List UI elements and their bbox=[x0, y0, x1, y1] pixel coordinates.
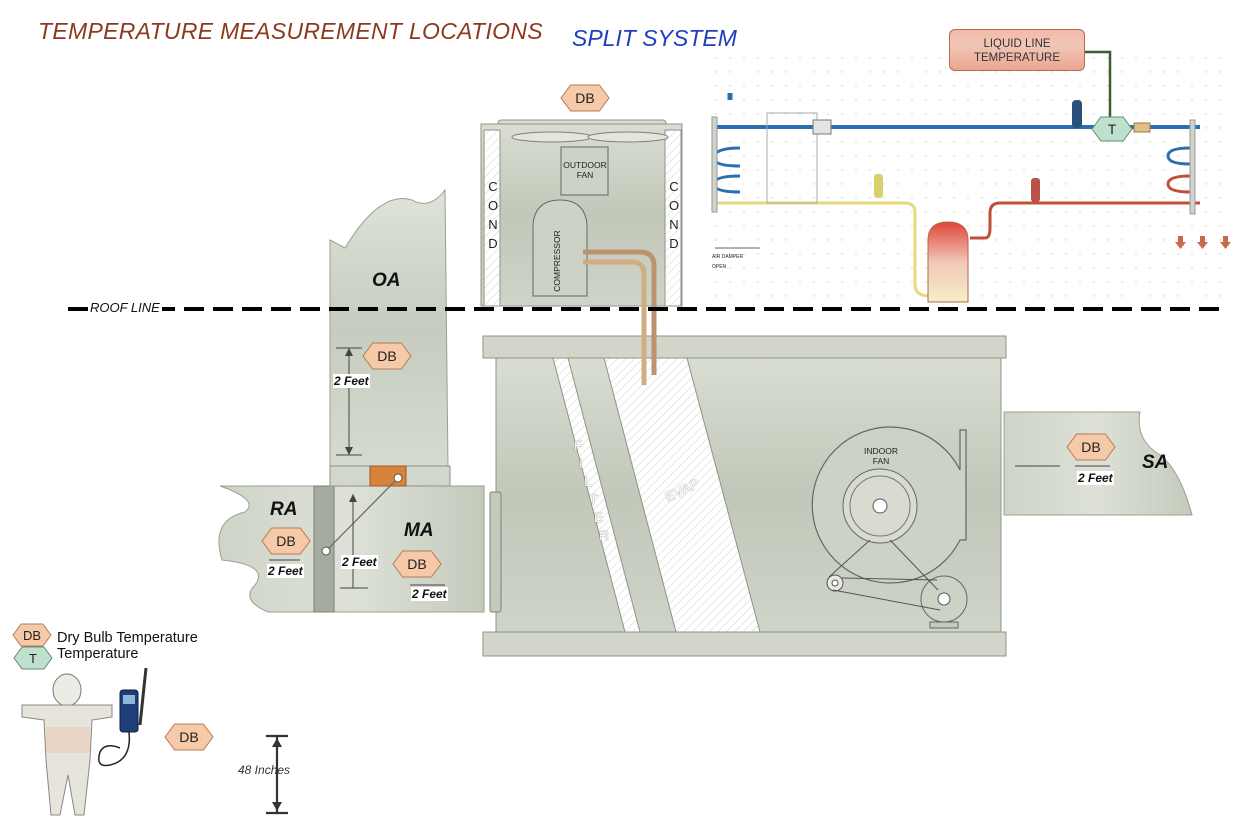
badge-text: DB bbox=[1081, 439, 1100, 455]
cond-letter: O bbox=[668, 198, 680, 213]
legend-db-text: Dry Bulb Temperature bbox=[57, 630, 198, 646]
liquid-line-text-1: LIQUID LINE bbox=[983, 38, 1051, 50]
db-badge-ra: DB bbox=[261, 527, 311, 555]
damper-linkage bbox=[324, 477, 399, 553]
ahu-top-rail bbox=[482, 335, 1007, 359]
dimension-lines bbox=[269, 347, 1110, 589]
sa-label: SA bbox=[1142, 452, 1169, 473]
filter-letter: T bbox=[589, 491, 598, 507]
cond-coil-right bbox=[664, 129, 682, 307]
cond-letter: N bbox=[669, 217, 679, 232]
indoor-fan-label: INDOOR FAN bbox=[855, 446, 907, 466]
badge-text: T bbox=[29, 651, 37, 666]
badge-text: T bbox=[1108, 121, 1117, 137]
ra-distance-label: 2 Feet bbox=[267, 564, 304, 578]
badge-text: DB bbox=[575, 90, 594, 106]
cond-letter: C bbox=[488, 179, 498, 194]
badge-text: DB bbox=[377, 348, 396, 364]
compressor-label: COMPRESSOR bbox=[552, 230, 562, 292]
filter-label: F I L T E R bbox=[574, 436, 609, 544]
liquid-line-callout: LIQUID LINE TEMPERATURE bbox=[949, 29, 1085, 71]
sa-distance-label: 2 Feet bbox=[1077, 471, 1114, 485]
t-badge-legend: T bbox=[13, 646, 53, 670]
cond-letter: D bbox=[488, 236, 498, 251]
indoor-fan-text-1: INDOOR bbox=[864, 446, 898, 456]
oa-distance-label: 2 Feet bbox=[333, 374, 370, 388]
badge-text: DB bbox=[23, 628, 41, 643]
ma-distance-label-2: 2 Feet bbox=[411, 587, 448, 601]
filter-letter: E bbox=[594, 509, 604, 525]
indoor-fan-text-2: FAN bbox=[872, 456, 890, 466]
oa-duct bbox=[329, 188, 449, 469]
outdoor-compressor bbox=[532, 199, 588, 297]
ra-label: RA bbox=[270, 499, 298, 520]
outdoor-fan-motor bbox=[560, 146, 609, 196]
ma-distance-label: 2 Feet bbox=[341, 555, 378, 569]
db-badge-sa: DB bbox=[1066, 433, 1116, 461]
filter bbox=[552, 357, 641, 633]
db-badge-legend: DB bbox=[12, 623, 52, 647]
cond-letter: O bbox=[487, 198, 499, 213]
db-badge-ma: DB bbox=[392, 550, 442, 578]
ahu-bottom-rail bbox=[482, 631, 1007, 657]
suction-line-yellow bbox=[714, 201, 931, 298]
cond-letter: C bbox=[669, 179, 679, 194]
badge-text: DB bbox=[179, 729, 198, 745]
ra-ma-duct bbox=[218, 485, 485, 613]
indoor-compressor bbox=[927, 221, 969, 303]
discharge-line bbox=[970, 201, 1200, 240]
schematic-grid bbox=[713, 50, 1233, 300]
roof-line-label: ROOF LINE bbox=[88, 300, 162, 315]
air-damper-label: AIR DAMPER OPEN bbox=[712, 254, 744, 270]
cond-letter: N bbox=[488, 217, 498, 232]
ma-label: MA bbox=[404, 520, 434, 541]
legend-t-text: Temperature bbox=[57, 646, 139, 662]
thermometer-meter bbox=[98, 667, 148, 767]
filter-letter: L bbox=[584, 473, 592, 489]
cond-label-right: C O N D bbox=[667, 177, 681, 253]
cond-label-left: C O N D bbox=[486, 177, 500, 253]
db-badge-oa: DB bbox=[362, 342, 412, 370]
cond-coil-left bbox=[483, 129, 501, 307]
outdoor-fan-text-2: FAN bbox=[576, 170, 594, 180]
evaporator-coil bbox=[603, 357, 761, 633]
outdoor-fan-text-1: OUTDOOR bbox=[563, 160, 607, 170]
height-dimension bbox=[266, 734, 288, 815]
cond-letter: D bbox=[669, 236, 679, 251]
height-label: 48 Inches bbox=[238, 763, 291, 777]
t-badge-liquid-line: T bbox=[1091, 116, 1133, 142]
liquid-line-text-2: TEMPERATURE bbox=[973, 52, 1061, 64]
db-badge-person: DB bbox=[164, 723, 214, 751]
oa-label: OA bbox=[372, 270, 401, 291]
person-figure bbox=[21, 673, 113, 816]
badge-text: DB bbox=[407, 556, 426, 572]
filter-letter: R bbox=[599, 527, 610, 543]
outdoor-fan-label: OUTDOOR FAN bbox=[560, 160, 610, 180]
sa-duct bbox=[1003, 411, 1193, 516]
diagram-title: TEMPERATURE MEASUREMENT LOCATIONS bbox=[38, 18, 543, 44]
filter-letter: I bbox=[579, 455, 583, 471]
filter-letter: F bbox=[574, 437, 583, 453]
badge-text: DB bbox=[276, 533, 295, 549]
system-title: SPLIT SYSTEM bbox=[572, 25, 737, 51]
db-badge-condenser: DB bbox=[560, 84, 610, 112]
